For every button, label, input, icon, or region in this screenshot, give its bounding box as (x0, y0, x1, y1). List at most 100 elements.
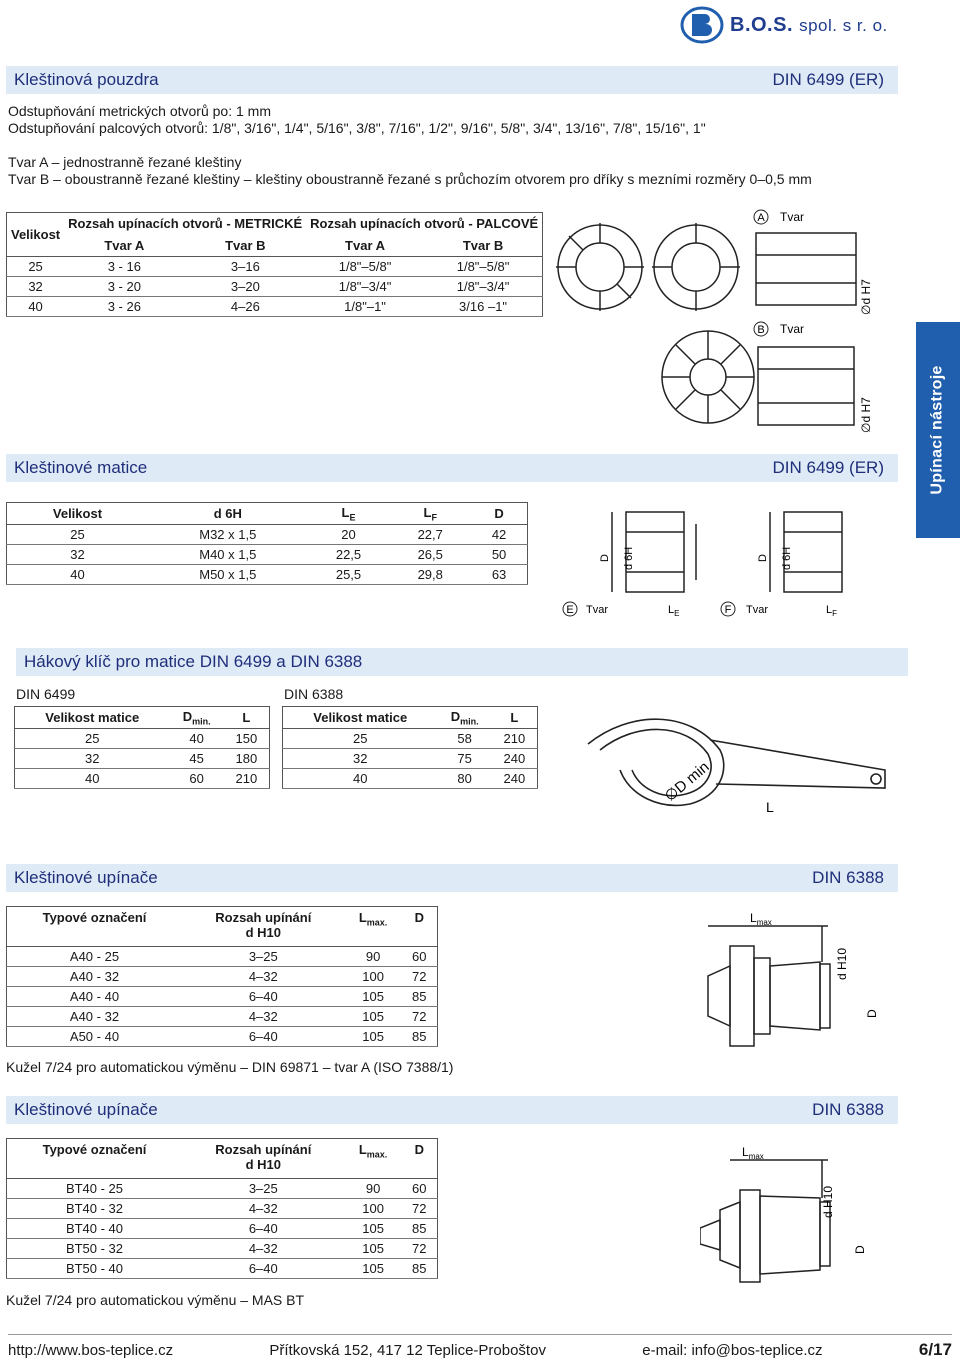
bos-logo-icon (680, 6, 724, 44)
footer-website-link[interactable]: http://www.bos-teplice.cz (8, 1341, 174, 1359)
brand-name: B.O.S. spol. s r. o. (730, 13, 888, 36)
page-number: 6/17 (918, 1340, 952, 1359)
col-header: Tvar B (184, 234, 307, 257)
figure-label: D (757, 554, 769, 562)
din-label: DIN 6499 (ER) (772, 458, 884, 477)
footer-email-link[interactable]: e-mail: info@bos-teplice.cz (642, 1341, 823, 1359)
col-header: Lmax. (344, 1138, 402, 1179)
footer: http://www.bos-teplice.cz Přítkovská 152… (8, 1340, 952, 1360)
section-title: Kleštinové matice (14, 458, 148, 477)
collet-table: Velikost Rozsah upínacích otvorů - METRI… (6, 212, 544, 317)
footer-divider (8, 1334, 952, 1335)
intro-text: Odstupňování metrických otvorů po: 1 mm … (8, 103, 908, 188)
figure-label: LE (668, 604, 679, 618)
col-header: LF (389, 502, 472, 525)
section-header-collet-chucks-a: Kleštinové upínače DIN 6388 (6, 864, 898, 892)
col-header: Tvar A (64, 234, 185, 257)
text-line: Tvar B – oboustranně řezané kleštiny – k… (8, 171, 812, 187)
cone-note: Kužel 7/24 pro automatickou výměnu – DIN… (6, 1059, 454, 1075)
figure-label: LF (826, 604, 837, 618)
figure-label: Lmax (742, 1145, 764, 1161)
brand-logo: B.O.S. spol. s r. o. (680, 6, 888, 44)
figure-label: Tvar (780, 210, 804, 224)
text-line: Odstupňování palcových otvorů: 1/8", 3/1… (8, 120, 706, 136)
col-header: Lmax. (344, 906, 402, 947)
figure-label: d 6H (623, 547, 635, 570)
col-header: LE (307, 502, 390, 525)
figure-label: Tvar (746, 604, 768, 616)
col-header: D (401, 1138, 438, 1179)
collet-drawing: A Tvar B Tvar ∅d H7 ∅d H7 (556, 209, 873, 433)
chuck-drawing-a: Lmax d H10 D (707, 911, 879, 1047)
col-header: Velikost matice (14, 706, 170, 729)
col-header: Tvar B (423, 234, 543, 257)
section-title: Hákový klíč pro matice DIN 6499 a DIN 63… (24, 652, 363, 671)
din-label: DIN 6388 (812, 1100, 884, 1119)
figure-label: D (853, 1245, 867, 1254)
figure-label: Tvar (586, 604, 608, 616)
side-tab: Upínací nástroje (916, 322, 960, 538)
figure-label: d 6H (781, 547, 793, 570)
figure-label: Lmax (750, 911, 772, 927)
col-header: Velikost (6, 502, 148, 525)
figure-label: A (757, 212, 765, 224)
figure-label: ∅d H7 (859, 279, 873, 315)
hook-wrench-drawing: ∅D min L (587, 718, 886, 815)
figure-label: d H10 (835, 948, 849, 980)
table-caption: DIN 6388 (284, 686, 344, 702)
text-line: Odstupňování metrických otvorů po: 1 mm (8, 103, 271, 119)
figure-label: F (725, 604, 732, 616)
section-header-collet-nuts: Kleštinové matice DIN 6499 (ER) (6, 454, 898, 482)
figure-label: d H10 (821, 1186, 835, 1218)
section-header-collet-chucks-bt: Kleštinové upínače DIN 6388 (6, 1096, 898, 1124)
text-line: Tvar A – jednostranně řezané kleštiny (8, 154, 242, 170)
figure-label: Tvar (780, 322, 804, 336)
col-header: Rozsah upínacích otvorů - PALCOVÉ (306, 212, 543, 235)
figure-label: D (865, 1009, 879, 1018)
din-label: DIN 6388 (812, 868, 884, 887)
col-header: D (401, 906, 438, 947)
section-header-collet-holders: Kleštinová pouzdra DIN 6499 (ER) (6, 66, 898, 94)
col-header: Velikost matice (282, 706, 438, 729)
section-header-hook-wrench: Hákový klíč pro matice DIN 6499 a DIN 63… (16, 648, 908, 676)
col-header: Rozsah upínacích otvorů - METRICKÉ (64, 212, 307, 235)
col-header: Typové označení (6, 1138, 182, 1179)
col-header: L (223, 706, 270, 729)
nut-drawing: D d 6H D d 6H E Tvar LE F Tvar LF (562, 511, 843, 618)
figure-label: D (599, 554, 611, 562)
din-label: DIN 6499 (ER) (772, 70, 884, 89)
col-header: d 6H (147, 502, 308, 525)
col-header: Tvar A (306, 234, 424, 257)
cone-note: Kužel 7/24 pro automatickou výměnu – MAS… (6, 1292, 305, 1308)
section-title: Kleštinová pouzdra (14, 70, 159, 89)
figure-label: ∅d H7 (859, 397, 873, 433)
footer-address: Přítkovská 152, 417 12 Teplice-Proboštov (269, 1341, 546, 1359)
table-caption: DIN 6499 (16, 686, 76, 702)
chuck-drawing-bt: Lmax d H10 D (700, 1145, 867, 1283)
